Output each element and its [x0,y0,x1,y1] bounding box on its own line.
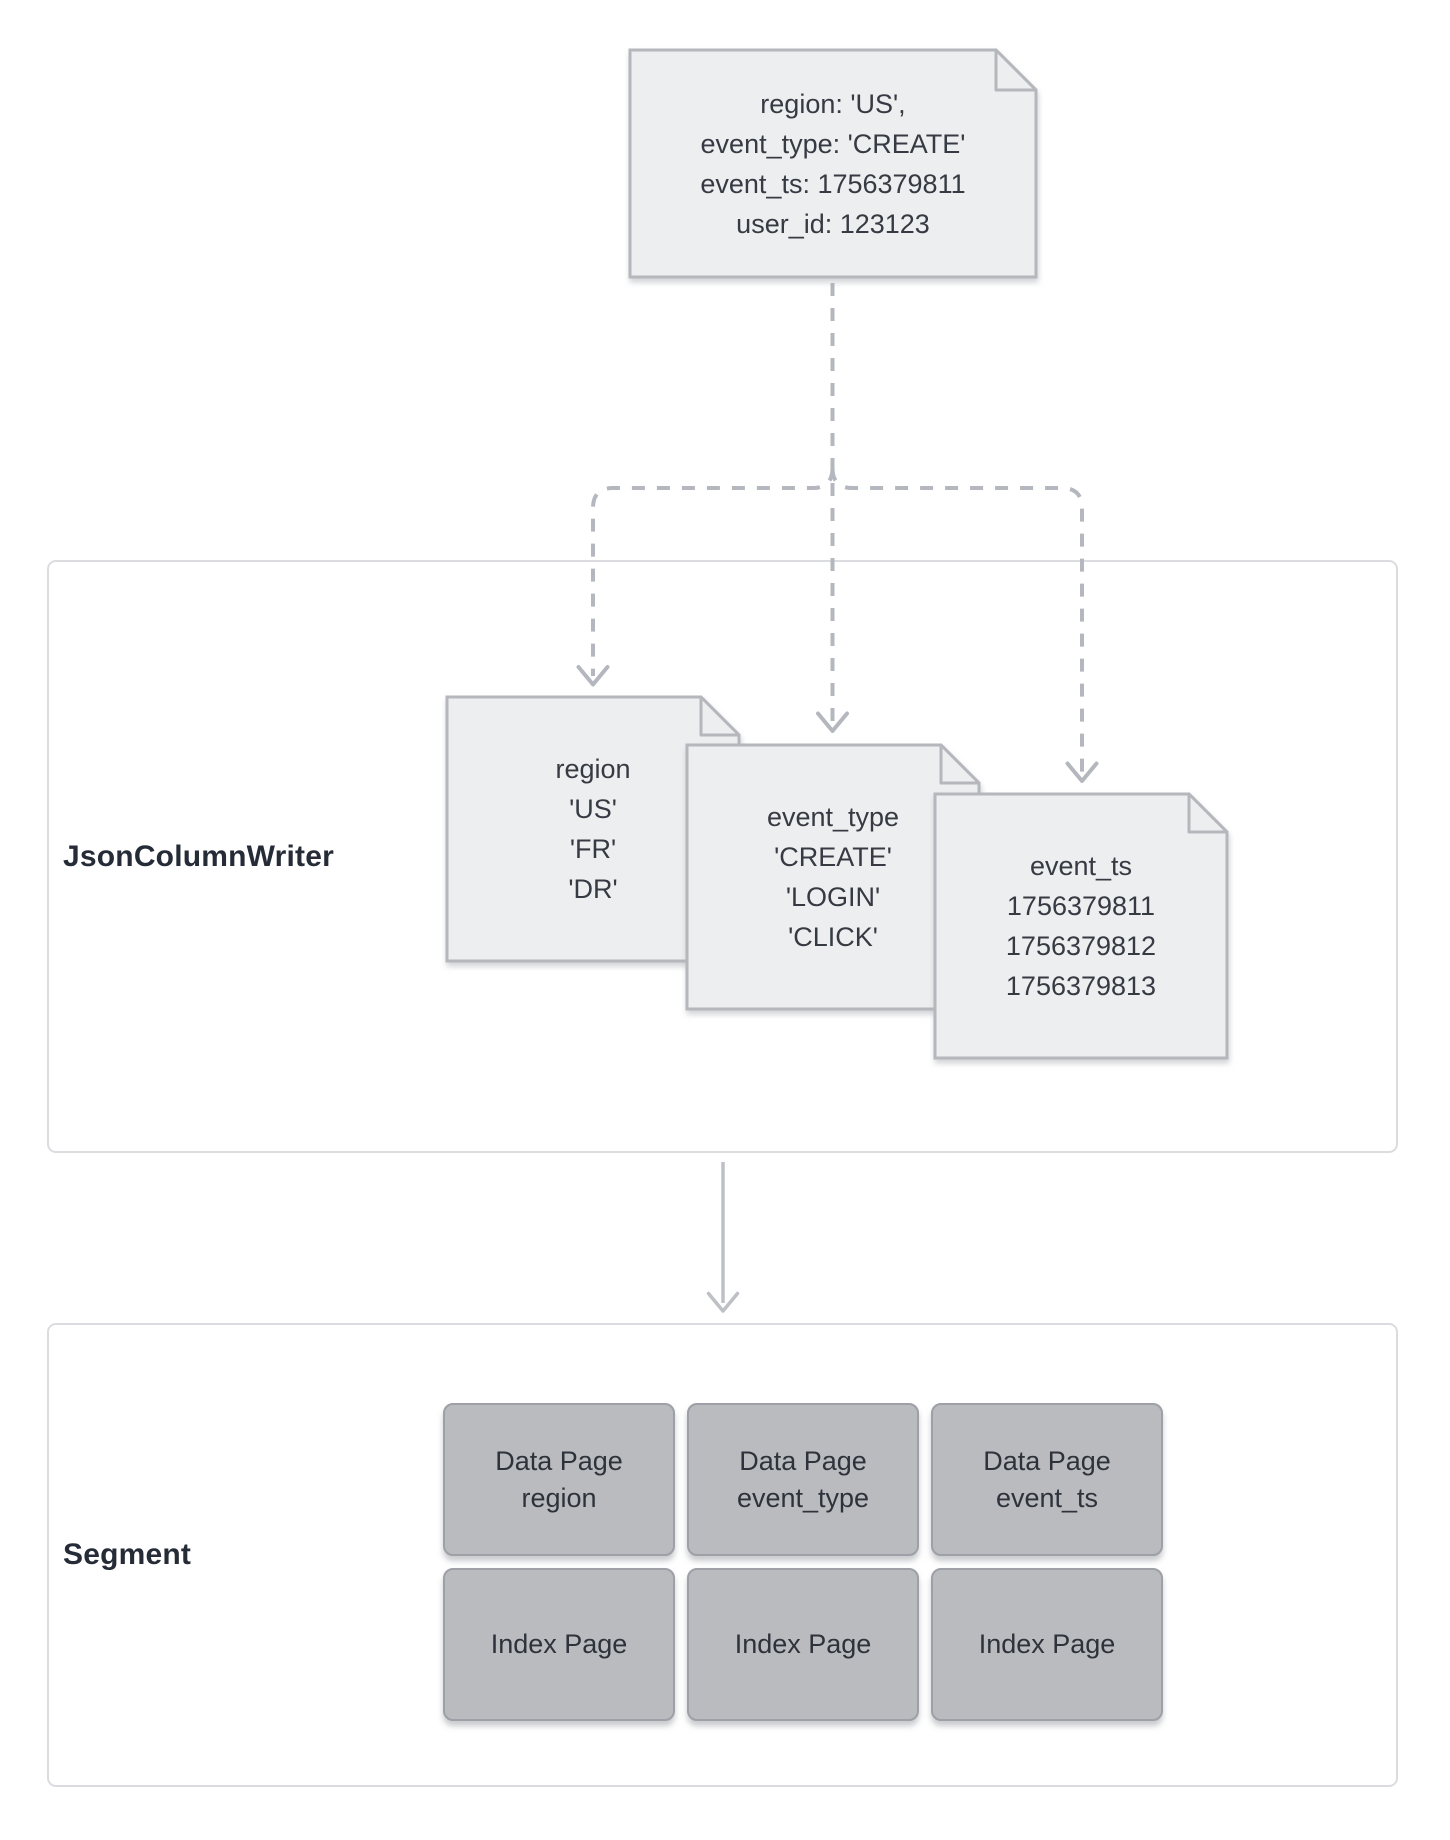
document-line: region [555,754,631,784]
document-text: region: 'US', event_type: 'CREATE' event… [628,48,1038,279]
document-line: event_ts: 1756379811 [700,168,966,199]
arrowhead-icon [816,711,849,733]
data-page-event-type-box: Data Page event_type [687,1403,919,1556]
data-page-event-ts-box: Data Page event_ts [931,1403,1163,1556]
page-box-line: region [521,1482,597,1513]
dashed-connector-right [830,467,1084,772]
document-line: event_type: 'CREATE' [700,128,966,159]
page-fold-icon [699,695,741,737]
document-line: user_id: 123123 [736,208,930,239]
document-line: event_ts [1029,851,1133,881]
page-box-line: Index Page [490,1629,628,1659]
page-box-line: Index Page [978,1629,1116,1659]
document-line: 1756379811 [1006,891,1156,921]
document-line: 'LOGIN' [785,882,881,912]
index-page-box-3: Index Page [931,1568,1163,1721]
dashed-connector-left [591,467,835,676]
page-box-line: Data Page [495,1445,623,1476]
arrowhead-icon [576,665,610,687]
document-line: 'DR' [568,874,618,904]
index-page-box-1: Index Page [443,1568,675,1721]
document-line: 'US' [569,794,617,824]
page-fold-icon [1187,792,1229,834]
document-line: 'CREATE' [774,842,892,872]
event-ts-column-document: event_ts 1756379811 1756379812 175637981… [933,792,1229,1060]
page-box-line: Data Page [739,1445,867,1476]
document-line: 1756379812 [1005,931,1157,961]
source-event-document: region: 'US', event_type: 'CREATE' event… [628,48,1038,279]
page-fold-icon [939,743,981,785]
page-box-line: event_type [736,1482,870,1513]
page-fold-icon [994,48,1038,92]
segment-label: Segment [63,1538,192,1571]
document-text: event_type 'CREATE' 'LOGIN' 'CLICK' [685,743,981,1011]
document-line: 'CLICK' [788,922,878,952]
document-text: event_ts 1756379811 1756379812 175637981… [933,792,1229,1060]
region-column-document: region 'US' 'FR' 'DR' [445,695,741,963]
document-text: region 'US' 'FR' 'DR' [445,695,741,963]
page-box-line: Index Page [734,1629,872,1659]
page-shape [933,792,1229,1060]
page-box-line: event_ts [995,1482,1099,1513]
json-column-writer-label: JsonColumnWriter [63,839,335,873]
data-page-region-box: Data Page region [443,1403,675,1556]
page-shape [445,695,741,963]
document-line: region: 'US', [760,88,906,119]
arrowhead-icon [706,1291,740,1313]
document-line: 1756379813 [1005,971,1157,1001]
page-box-line: Data Page [983,1445,1111,1476]
index-page-box-2: Index Page [687,1568,919,1721]
page-shape [628,48,1038,279]
arrowhead-icon [1065,761,1099,783]
document-line: event_type [766,802,900,832]
document-line: 'FR' [569,834,617,864]
